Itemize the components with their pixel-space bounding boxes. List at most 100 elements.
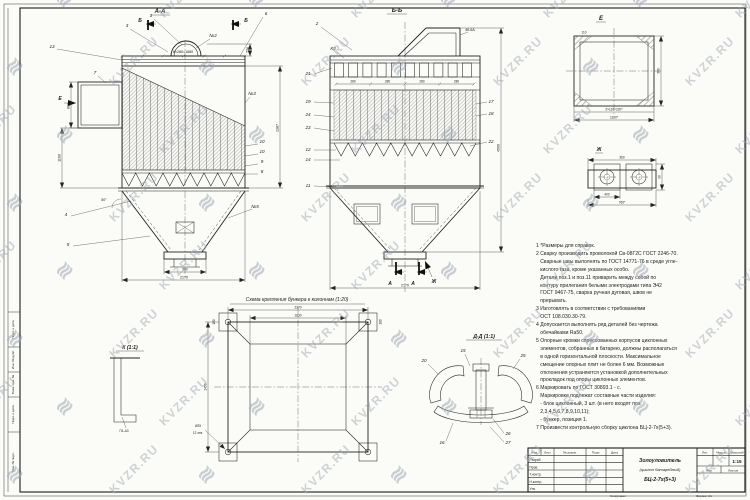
callout-9: 9	[261, 159, 264, 164]
dim-280: 280	[350, 80, 356, 84]
tb-row-utv: Утв.	[530, 487, 536, 491]
detail-label-d-d: Д-Д (1:1)	[472, 334, 495, 340]
callout-19: 19	[305, 99, 311, 104]
cut-mark-a: А А	[387, 262, 427, 287]
callout-4: 4	[65, 212, 68, 217]
callout-25: 25	[519, 353, 526, 358]
note-line: Маркировке подлежат составные части изде…	[536, 393, 657, 400]
notes-block: 1 *Размеры для справок. 2 Сварку произво…	[536, 243, 745, 433]
dim-534: 534	[207, 43, 253, 57]
note-line: 6 Маркировать по ГОСТ 30893.1 - с.	[536, 385, 622, 392]
note-line: ГОСТ 9467-75, сварка ручная дуговая, шво…	[536, 290, 652, 297]
margin-label: Инв. № подл.	[11, 452, 15, 471]
note-line: обечайками Ra50.	[536, 329, 584, 336]
callout-26: 26	[504, 431, 511, 436]
dim-2450-text: 2450	[204, 383, 208, 390]
detail-letter-zh: Ж	[431, 279, 437, 285]
dim-360-zh-text: 360	[619, 156, 625, 160]
note-line: прокладок под опоры циклонных элементов.	[536, 377, 647, 384]
view-e: Е 110 360 2×110=220* 1160*	[566, 16, 664, 123]
callout-18: 18	[488, 111, 494, 116]
dim-1830: 1830	[249, 314, 347, 344]
tb-mass: Масса	[716, 450, 725, 454]
cut-letter-b: Б	[138, 18, 142, 24]
title-block: Изм. Лист № докум. Подп. Дата Разраб. Пр…	[527, 447, 746, 493]
tb-col-podp: Подп.	[592, 450, 600, 454]
dim-2170-bb: 2170	[329, 191, 481, 291]
note-line: - блок циклонный, 3 шт. (в него входят п…	[536, 401, 642, 408]
dim-220-e: 2×110=220* 1160*	[573, 106, 655, 123]
callout-n5: №5	[251, 204, 259, 209]
section-label-a-a: А-А	[154, 9, 166, 15]
dim-180: 180	[379, 319, 383, 325]
doc-title-2: (циклон батарейный)	[640, 467, 682, 472]
margin-label: Взам. инв. №	[11, 374, 15, 394]
note-line: 3 Изготовлять в соответствии с требовани…	[536, 306, 646, 313]
detail-arrow-zh: Ж	[424, 260, 437, 285]
dim-400-zh: 400	[593, 190, 621, 200]
note-line: в одной горизонтальной плоскости. Максим…	[536, 353, 661, 360]
dim-500-aa: 500	[163, 259, 207, 275]
dim-1387: 1387	[245, 65, 283, 189]
tb-sheets: Листов	[728, 468, 738, 472]
callout-24: 24	[304, 112, 311, 117]
dim-1160: 1160	[58, 127, 122, 189]
note-line: Детали поз.1 и поз.11 приварить между со…	[536, 274, 657, 281]
dim-1160-text: 1160	[58, 154, 62, 162]
callout-22: 22	[487, 139, 494, 144]
callout-10: 10	[259, 139, 265, 144]
callout-14: 14	[305, 157, 311, 162]
tb-col-docnum: № докум.	[563, 450, 577, 454]
callout-20: 20	[420, 358, 427, 363]
dim-2170-text: 2170	[180, 276, 188, 280]
note-line: 2 Сварку производить проволокой Св-08Г2С…	[536, 250, 678, 257]
cut-letter-a: А	[410, 281, 415, 287]
tb-lit: Лит.	[702, 450, 708, 454]
tb-scale-value: 1:15	[732, 459, 742, 464]
callout-1: 1	[150, 13, 153, 18]
note-line: элементов, собранных в батарею, должны р…	[536, 345, 677, 352]
dim-1387-text: 1387	[276, 124, 280, 132]
margin-label: Подп. и дата	[11, 320, 15, 339]
callout-27: 27	[504, 440, 511, 445]
dim-2170-aa: 2170	[121, 191, 246, 283]
dim-180: 180	[212, 319, 216, 325]
view-label-e: Е	[599, 16, 604, 22]
holes-note: Ø25 12 отв.	[193, 424, 226, 450]
clamp-bolt	[468, 358, 494, 425]
dim-760-text: 760*	[619, 201, 626, 205]
note-line: отклонения устраняются установкой дополн…	[536, 369, 668, 376]
dim-280: 280	[385, 80, 391, 84]
margin-label: Инв. № дубл.	[11, 350, 15, 369]
dim-4500-text: 4500	[497, 144, 501, 152]
callout-n3: №3	[248, 91, 256, 96]
mounting-scheme: Схема крепления бункера к колоннам (1:20…	[193, 297, 383, 462]
tb-sheet: Лист	[706, 468, 713, 472]
callout-12: 12	[305, 147, 311, 152]
outlet-duct	[397, 27, 461, 57]
note-line: 1 *Размеры для справок.	[536, 243, 596, 249]
dim-500-text: 500	[182, 268, 188, 272]
detail-k: К (1:1) П1-Δ3	[110, 345, 144, 433]
callout-13: 13	[49, 44, 55, 49]
dim-110: 110	[581, 31, 586, 35]
dim-2170-text: 2170	[401, 284, 409, 288]
detail-label-k: К (1:1)	[122, 345, 138, 351]
callout-16: 16	[439, 440, 445, 445]
callout-2: 2	[315, 21, 319, 26]
dim-400-text: 400	[604, 193, 610, 197]
weld-flag-k3: К3	[330, 46, 336, 51]
callout-10: 10	[259, 149, 265, 154]
tb-row-razrab: Разраб.	[530, 458, 542, 462]
view-label-zh: Ж	[596, 147, 603, 153]
callout-15: 15	[460, 348, 466, 353]
tb-scale-label: Масштаб	[730, 450, 743, 454]
callout-23: 23	[304, 125, 311, 130]
dim-4500: 4500	[426, 27, 504, 253]
dim-280: 280	[419, 80, 425, 84]
doc-title-1: Золоуловитель	[639, 458, 681, 464]
dim-800: 800	[67, 81, 78, 129]
dim-2450: 2450	[204, 321, 219, 453]
hole-count: 12 отв.	[193, 431, 203, 435]
margin-label: Подп. и дата	[11, 405, 15, 424]
